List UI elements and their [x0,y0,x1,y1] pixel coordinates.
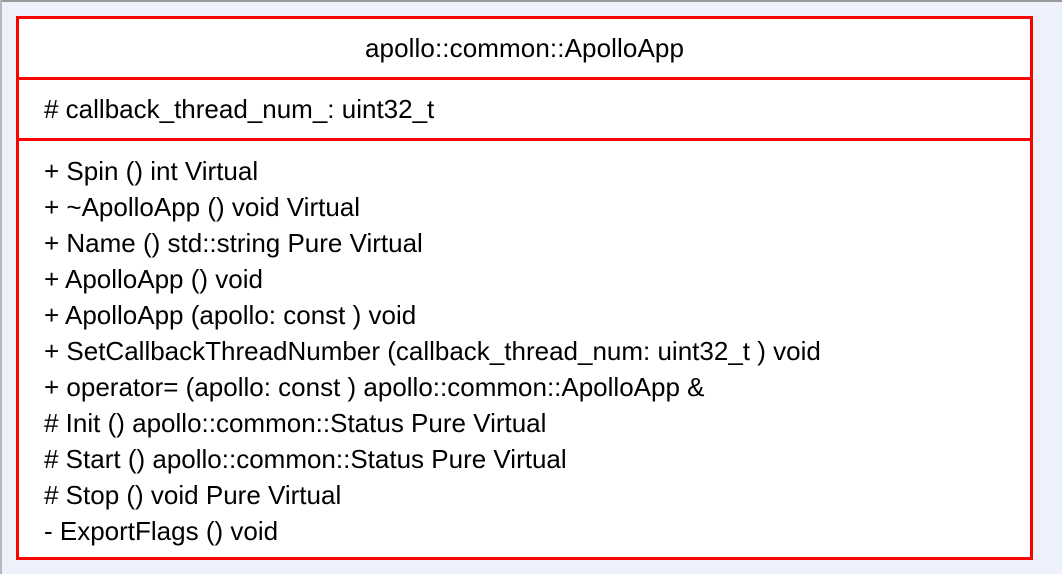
uml-class-box[interactable]: apollo::common::ApolloApp # callback_thr… [16,16,1033,560]
operation-item: + Name () std::string Pure Virtual [44,228,423,258]
attribute-item: # callback_thread_num_: uint32_t [44,93,435,124]
class-name: apollo::common::ApolloApp [364,32,685,63]
operation-item: + Spin () int Virtual [44,156,259,186]
window-frame-left [0,0,2,574]
operation-item: # Start () apollo::common::Status Pure V… [44,444,567,474]
operation-item: + SetCallbackThreadNumber (callback_thre… [44,336,821,366]
operation-item: # Init () apollo::common::Status Pure Vi… [44,408,547,438]
operation-item: - ExportFlags () void [44,516,279,546]
class-name-compartment: apollo::common::ApolloApp [19,19,1030,80]
operation-item: + ~ApolloApp () void Virtual [44,192,361,222]
operations-compartment: + Spin () int Virtual + ~ApolloApp () vo… [19,141,1030,549]
operation-item: + ApolloApp (apollo: const ) void [44,300,417,330]
operation-item: # Stop () void Pure Virtual [44,480,342,510]
attributes-compartment: # callback_thread_num_: uint32_t [19,80,1030,141]
operation-item: + operator= (apollo: const ) apollo::com… [44,372,705,402]
window-frame-top [0,0,1062,2]
operation-item: + ApolloApp () void [44,264,263,294]
